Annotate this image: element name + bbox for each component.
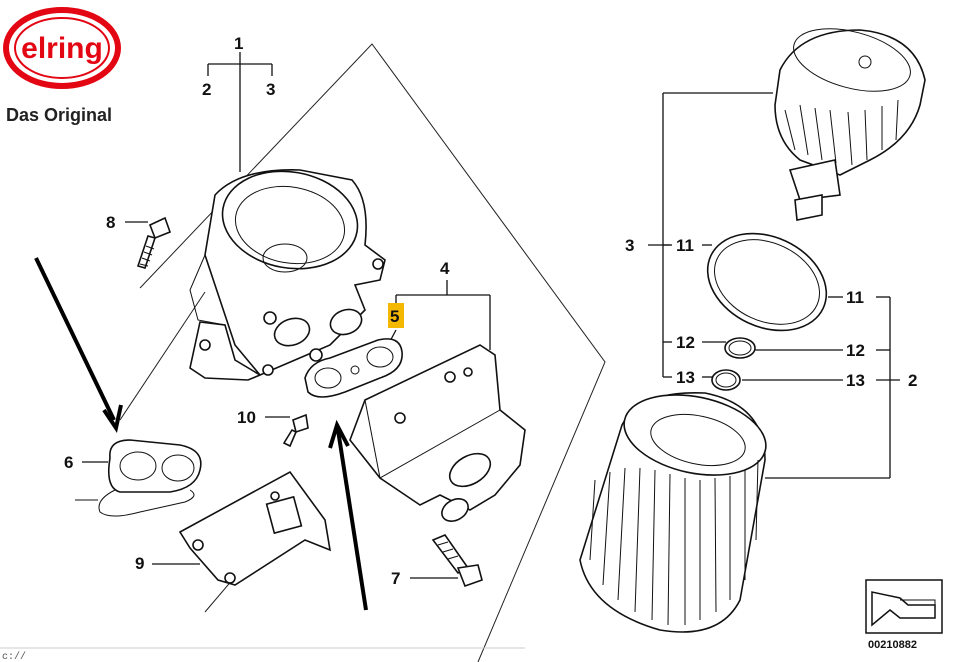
oil-filter-element (579, 391, 767, 633)
callout-9: 9 (135, 554, 144, 573)
oil-filter-housing (189, 169, 386, 381)
reference-number: 00210882 (868, 639, 917, 651)
callout-12-right: 12 (846, 341, 865, 360)
callout-4: 4 (440, 259, 450, 278)
callout-2-right: 2 (908, 371, 917, 390)
gasket-5 (304, 338, 403, 398)
callout-5-highlight (388, 303, 404, 328)
bolt-8 (136, 216, 172, 269)
callout-5: 5 (390, 307, 399, 326)
callout-labels: 1 2 3 4 5 6 7 8 9 10 3 11 11 12 12 13 13… (64, 34, 917, 588)
callout-12-left: 12 (676, 333, 695, 352)
bolt-10 (282, 413, 309, 448)
view-direction-icon (865, 579, 943, 634)
callout-8: 8 (106, 213, 115, 232)
leader-lines (82, 52, 900, 579)
callout-13-left: 13 (676, 368, 695, 387)
brand-name: elring (21, 32, 103, 65)
callout-3-left: 3 (266, 80, 275, 99)
callout-3-right: 3 (625, 236, 634, 255)
oil-cooler-4 (349, 344, 526, 522)
callout-1: 1 (234, 34, 243, 53)
callout-11-right: 11 (846, 288, 864, 307)
gasket-6 (75, 439, 202, 517)
callout-11-left: 11 (676, 236, 694, 255)
bolt-7 (431, 534, 483, 588)
elring-logo: elring (3, 7, 121, 89)
brand-tagline: Das Original (6, 105, 112, 125)
o-rings (706, 232, 828, 391)
callout-6: 6 (64, 453, 73, 472)
callout-10: 10 (237, 408, 256, 427)
callout-7: 7 (391, 569, 400, 588)
corner-path: c:// (2, 651, 26, 662)
arrow-overlay-icon (34, 257, 368, 611)
callout-2-left: 2 (202, 80, 211, 99)
callout-13-right: 13 (846, 371, 865, 390)
bracket-9 (178, 470, 332, 586)
oil-filter-cap (774, 28, 926, 221)
